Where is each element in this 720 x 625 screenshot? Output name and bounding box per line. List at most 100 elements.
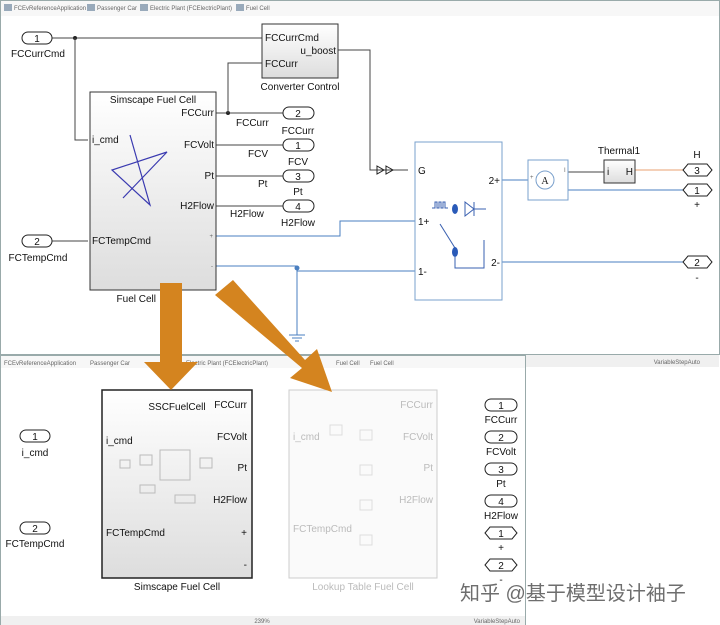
arrow-down-icon [144, 283, 198, 390]
arrow-diagonal-icon [215, 280, 332, 392]
svg-text:u_boost: u_boost [300, 46, 336, 57]
svg-text:Simscape Fuel Cell: Simscape Fuel Cell [110, 95, 196, 106]
breadcrumb-item[interactable]: FCEvReferenceApplication [4, 361, 76, 367]
breadcrumb-item[interactable]: FCEvReferenceApplication [14, 6, 86, 12]
svg-text:FCV: FCV [288, 157, 308, 168]
svg-text:i_cmd: i_cmd [92, 135, 119, 146]
signal-label: FCCurr [236, 118, 269, 129]
svg-text:+: + [241, 528, 247, 539]
breadcrumb-item[interactable]: Fuel Cell [246, 6, 270, 12]
svg-text:FCCurr: FCCurr [265, 59, 298, 70]
svg-text:2-: 2- [491, 258, 500, 269]
svg-text:3: 3 [694, 166, 700, 177]
connection-port-h[interactable]: 3H [682, 150, 713, 177]
status-solver: VariableStepAuto [474, 619, 521, 625]
thermal-block[interactable]: Thermal1 i H [598, 146, 641, 184]
svg-text:2: 2 [498, 433, 504, 444]
svg-text:Converter Control: Converter Control [261, 82, 340, 93]
connection-port-minus[interactable]: 2- [484, 558, 518, 586]
svg-text:2: 2 [694, 258, 700, 269]
ssc-fuel-cell-block[interactable]: SSCFuelCell i_cmd FCTempCmd FCCurr FCVol… [101, 389, 253, 593]
fuel-cell-block[interactable]: Simscape Fuel Cell i_cmd FCTempCmd FCCur… [89, 91, 217, 305]
svg-text:FCCurr: FCCurr [485, 415, 518, 426]
svg-text:2: 2 [32, 524, 38, 535]
inport-fccurrcmd[interactable]: 1 FCCurrCmd [11, 31, 65, 60]
breadcrumb-item[interactable]: Passenger Car [97, 6, 137, 12]
svg-text:FCTempCmd: FCTempCmd [106, 528, 165, 539]
bottom-window: FCEvReferenceApplication Passenger Car E… [0, 355, 526, 625]
svg-text:1: 1 [32, 432, 38, 443]
svg-text:+: + [209, 234, 213, 240]
breadcrumb-item[interactable]: Passenger Car [90, 361, 130, 367]
svg-text:2: 2 [34, 237, 40, 248]
signal-label: Pt [258, 179, 268, 190]
svg-text:Pt: Pt [205, 171, 215, 182]
svg-text:FCVolt: FCVolt [486, 447, 516, 458]
svg-text:Pt: Pt [424, 463, 434, 474]
svg-text:Pt: Pt [293, 187, 303, 198]
ground-icon [289, 334, 305, 342]
connection-port-minus[interactable]: 2- [682, 255, 713, 284]
breadcrumb-item[interactable]: Fuel Cell [336, 361, 360, 367]
svg-text:1: 1 [295, 141, 301, 152]
svg-text:Pt: Pt [238, 463, 248, 474]
svg-text:1: 1 [34, 34, 40, 45]
connection-port-plus[interactable]: 1+ [484, 526, 518, 554]
svg-text:SSCFuelCell: SSCFuelCell [148, 402, 205, 413]
fuel-cell-block-name: Fuel Cell [117, 294, 156, 305]
svg-text:H2Flow: H2Flow [484, 511, 519, 522]
inport-i-cmd[interactable]: 1 i_cmd [19, 429, 51, 459]
svg-text:I: I [564, 168, 566, 174]
status-solver: VariableStepAuto [654, 360, 701, 366]
svg-text:i_cmd: i_cmd [22, 448, 49, 459]
breadcrumb[interactable]: FCEvReferenceApplication Passenger Car E… [4, 361, 394, 367]
svg-text:-: - [211, 264, 213, 270]
outport-pt[interactable]: 3Pt [484, 462, 518, 490]
svg-text:3: 3 [295, 172, 301, 183]
zoom-level: 239% [254, 619, 270, 625]
svg-text:FCTempCmd: FCTempCmd [293, 524, 352, 535]
connection-port-plus[interactable]: 1+ [682, 183, 713, 211]
svg-text:2: 2 [295, 109, 301, 120]
svg-text:FCCurr: FCCurr [214, 400, 247, 411]
converter-control-block[interactable]: FCCurrCmd FCCurr u_boost Converter Contr… [261, 23, 340, 93]
breadcrumb-item[interactable]: Electric Plant (FCElectricPlant) [150, 6, 232, 12]
star-mask-icon [110, 134, 168, 207]
inport-fctempcmd[interactable]: 2 FCTempCmd [9, 234, 68, 264]
svg-text:Lookup Table Fuel Cell: Lookup Table Fuel Cell [312, 582, 414, 593]
breadcrumb-item[interactable]: Electric Plant (FCElectricPlant) [186, 361, 268, 367]
svg-text:+: + [694, 200, 700, 211]
svg-text:4: 4 [295, 202, 301, 213]
svg-text:i_cmd: i_cmd [293, 432, 320, 443]
svg-text:G: G [418, 166, 426, 177]
svg-text:4: 4 [498, 497, 504, 508]
top-window: FCEvReferenceApplication Passenger Car E… [0, 0, 720, 367]
svg-text:H2Flow: H2Flow [281, 218, 316, 229]
breadcrumb[interactable]: FCEvReferenceApplication Passenger Car E… [4, 4, 270, 12]
svg-text:FCCurr: FCCurr [181, 108, 214, 119]
svg-text:+: + [498, 543, 504, 554]
breadcrumb-item[interactable]: Fuel Cell [370, 361, 394, 367]
svg-text:3: 3 [498, 465, 504, 476]
current-sensor-block[interactable]: A + I [527, 159, 569, 201]
svg-text:H2Flow: H2Flow [399, 495, 434, 506]
watermark: 知乎 @基于模型设计袖子 [460, 582, 686, 605]
svg-text:FCCurr: FCCurr [282, 126, 315, 137]
svg-text:FCTempCmd: FCTempCmd [92, 236, 151, 247]
svg-text:+: + [530, 175, 534, 181]
lookup-table-fuel-cell-block[interactable]: i_cmd FCTempCmd FCCurr FCVolt Pt H2Flow … [288, 389, 438, 593]
svg-text:2+: 2+ [489, 176, 501, 187]
outport-pt[interactable]: 3Pt [282, 169, 315, 198]
svg-text:FCTempCmd: FCTempCmd [6, 539, 65, 550]
svg-text:FCVolt: FCVolt [184, 140, 214, 151]
dc-dc-converter-block[interactable]: G 1+ 1- 2+ 2- [414, 141, 503, 301]
svg-text:2: 2 [498, 561, 504, 572]
